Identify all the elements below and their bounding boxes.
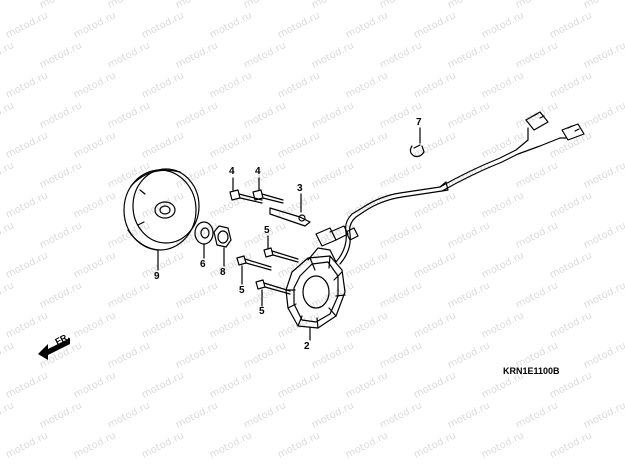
callout-7: 7 [416,117,422,128]
bolt-5-bottom [255,279,291,295]
wire-harness [315,111,585,265]
stator-coil [285,247,346,329]
callout-5-bottom: 5 [259,306,265,317]
front-direction-arrow-icon [38,338,70,360]
callout-9: 9 [154,271,160,282]
callout-2: 2 [304,341,310,352]
callout-5-middle: 5 [239,285,245,296]
callout-5-top: 5 [264,225,270,236]
callout-8: 8 [220,267,226,278]
flywheel-rotor [123,168,200,251]
bolt-4-left [229,189,263,204]
harness-clip [409,144,425,158]
bolt-5-top [263,247,299,263]
bolt-4-right [252,189,284,204]
diagram-code: KRN1E1100B [503,366,560,376]
flywheel-nut [213,225,232,248]
wire-clamp [269,207,311,227]
callout-3: 3 [297,183,303,194]
callout-6: 6 [200,259,206,270]
bolt-5-middle [236,255,272,271]
washer [194,221,214,245]
callout-4-right: 4 [255,166,261,177]
callout-4-left: 4 [229,166,235,177]
